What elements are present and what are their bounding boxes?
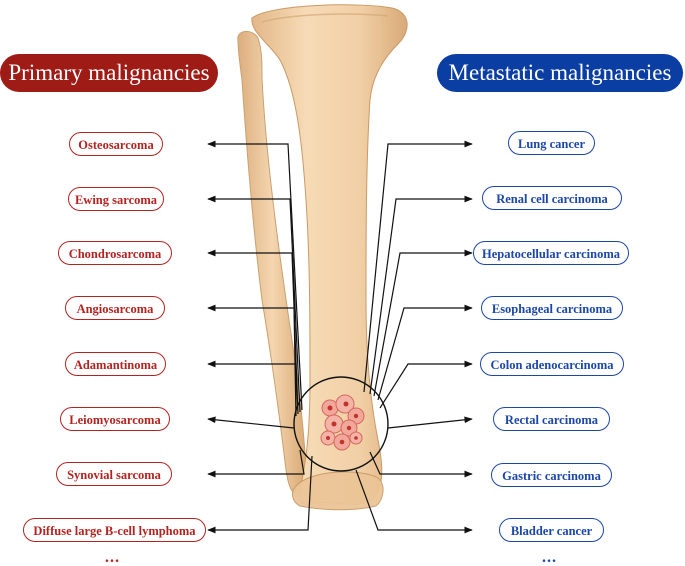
metastatic-item-renal-cell-carcinoma: Renal cell carcinoma <box>482 186 622 210</box>
connector-arrow <box>369 451 473 478</box>
connector-arrow <box>207 195 301 413</box>
connector-arrow <box>207 249 299 415</box>
connector-arrow <box>207 140 303 411</box>
magnifier-circle <box>293 376 389 472</box>
connector-arrow <box>377 304 473 401</box>
metastatic-item-bladder-cancer: Bladder cancer <box>499 518 604 542</box>
connector-arrow <box>207 416 295 429</box>
connector-arrow <box>207 449 305 478</box>
tumor-cells <box>320 394 365 451</box>
primary-item-osteosarcoma: Osteosarcoma <box>69 132 163 156</box>
connector-arrow <box>355 469 473 534</box>
metastatic-malignancies-header: Metastatic malignancies <box>437 54 683 92</box>
primary-item-ewing-sarcoma: Ewing sarcoma <box>68 187 164 211</box>
primary-item-adamantinoma: Adamantinoma <box>65 352 166 376</box>
metastatic-item-hepatocellular-carcinoma: Hepatocellular carcinoma <box>473 241 629 265</box>
metastatic-item-lung-cancer: Lung cancer <box>508 131 595 155</box>
primary-item-leiomyosarcoma: Leiomyosarcoma <box>60 407 170 431</box>
metastatic-item-rectal-carcinoma: Rectal carcinoma <box>493 407 610 431</box>
primary-item-diffuse-large-b-cell-lymphoma: Diffuse large B-cell lymphoma <box>23 518 206 542</box>
primary-malignancies-header: Primary malignancies <box>0 54 218 92</box>
connector-arrow <box>207 455 313 534</box>
connector-arrow <box>373 249 473 397</box>
connector-arrow <box>207 360 297 412</box>
primary-item-synovial-sarcoma: Synovial sarcoma <box>56 462 172 486</box>
connector-arrow <box>207 304 297 417</box>
connector-arrow <box>387 416 473 429</box>
metastatic-item-colon-adenocarcinoma: Colon adenocarcinoma <box>480 352 624 376</box>
metastatic-item-gastric-carcinoma: Gastric carcinoma <box>491 463 612 487</box>
primary-item-angiosarcoma: Angiosarcoma <box>65 296 165 320</box>
metastatic-more-ellipsis: ... <box>542 549 557 566</box>
connector-arrow <box>369 195 473 395</box>
connector-arrow <box>379 360 473 409</box>
connector-arrow <box>363 140 473 393</box>
connector-lines <box>207 140 473 534</box>
primary-more-ellipsis: ... <box>105 549 120 566</box>
metastatic-item-esophageal-carcinoma: Esophageal carcinoma <box>481 296 623 320</box>
primary-item-chondrosarcoma: Chondrosarcoma <box>58 241 172 265</box>
